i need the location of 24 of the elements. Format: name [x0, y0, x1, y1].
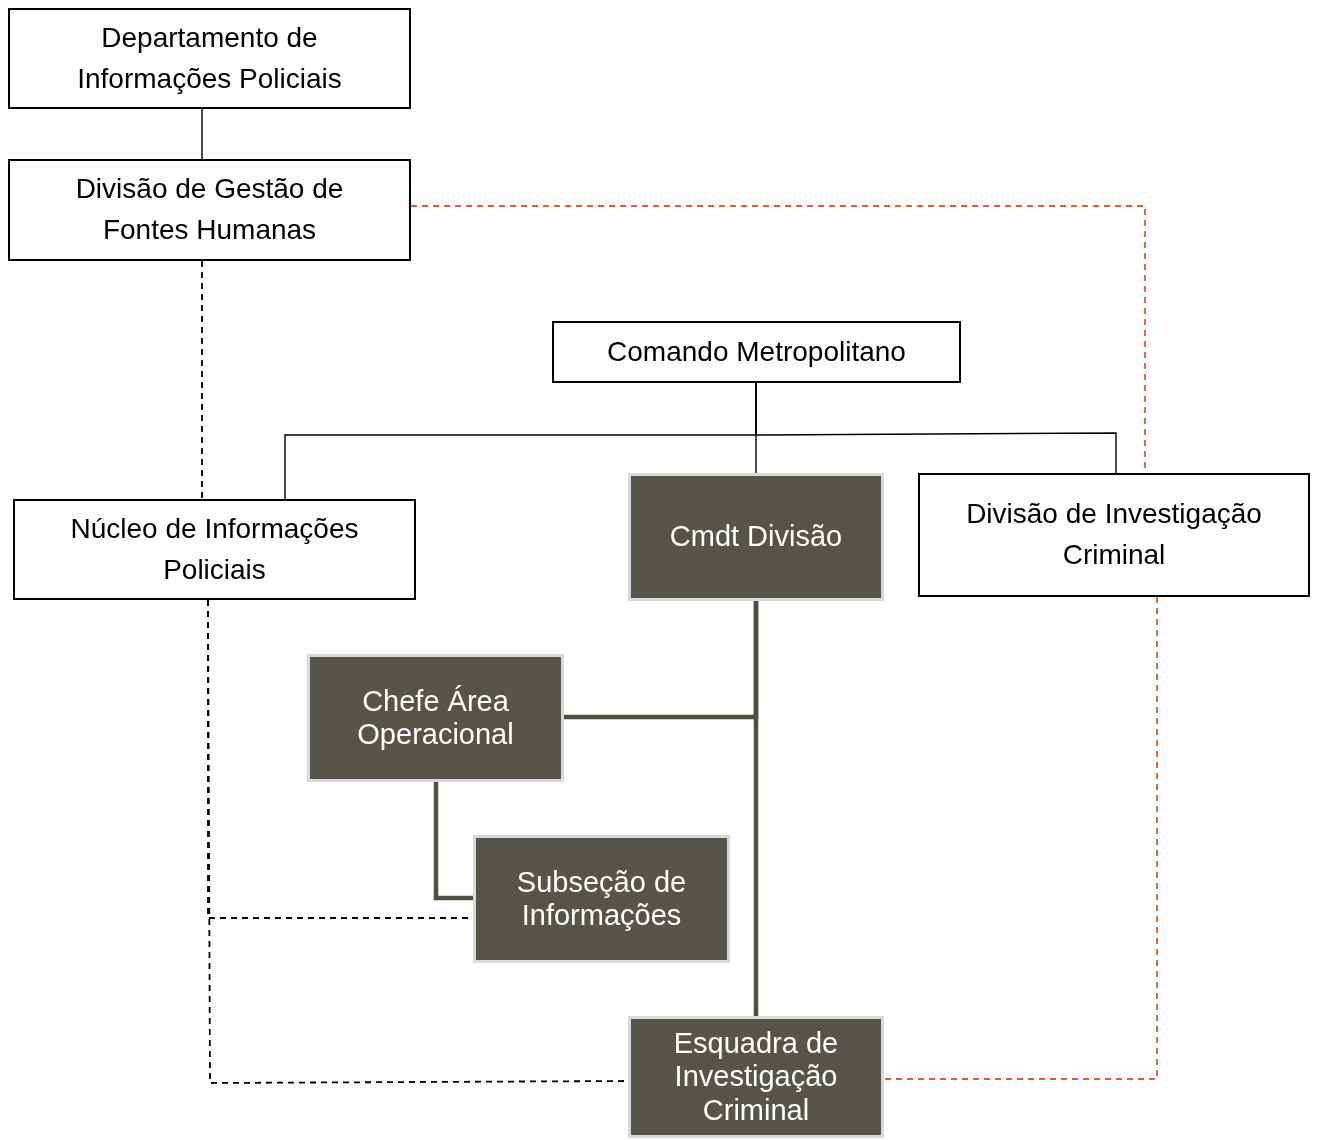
node-label: Esquadra de Investigação Criminal: [672, 1027, 840, 1127]
unit-box: [307, 654, 564, 782]
node-label: Chefe Área Operacional: [356, 684, 515, 752]
connector-line: [883, 596, 1158, 1080]
node-label: Subseção de Informações: [515, 865, 688, 933]
connector-line: [201, 108, 203, 160]
connector-line: [433, 782, 473, 901]
node-label: Departamento de Informações Policiais: [76, 20, 343, 96]
org-box: [8, 159, 411, 261]
node-label: Divisão de Gestão de Fontes Humanas: [74, 172, 345, 247]
connector-line: [201, 260, 203, 500]
unit-box: [628, 1016, 884, 1138]
node-label: Cmdt Divisão: [668, 520, 844, 554]
connector-line: [753, 601, 759, 1016]
org-box: [13, 499, 416, 600]
node-label: Divisão de Investigação Criminal: [965, 497, 1263, 572]
unit-box: [473, 835, 730, 963]
node-label: Comando Metropolitano: [606, 334, 907, 369]
unit-box: [628, 473, 884, 601]
org-box: [918, 473, 1310, 597]
node-label: Núcleo de Informações Policiais: [69, 511, 360, 587]
connector-line: [755, 382, 1117, 474]
org-box: [552, 321, 961, 383]
org-box: [8, 8, 411, 109]
